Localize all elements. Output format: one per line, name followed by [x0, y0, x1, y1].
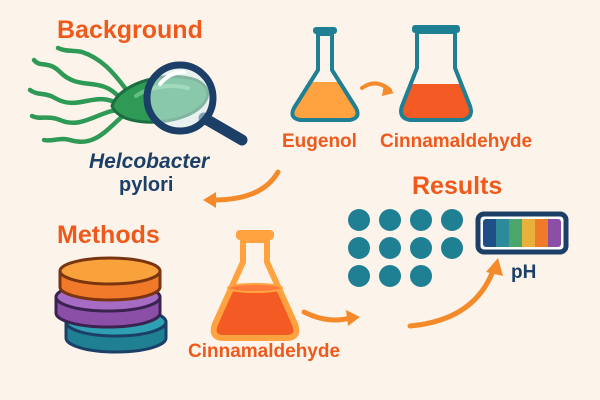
arrow-icon: [360, 81, 394, 96]
colony-dot: [410, 237, 432, 259]
compound-eugenol: Eugenol: [282, 131, 357, 152]
compound-cinnamaldehyde-bottom: Cinnamaldehyde: [188, 341, 341, 362]
colony-dot: [348, 209, 370, 231]
colony-dot: [348, 265, 370, 287]
ph-band: [483, 219, 497, 247]
colony-dots-icon: [348, 209, 463, 287]
ph-strip-icon: [475, 211, 569, 255]
colony-dot: [410, 265, 432, 287]
flask-icon: [290, 27, 360, 122]
organism-species: pylori: [119, 174, 174, 196]
compound-cinnamaldehyde-top: Cinnamaldehyde: [380, 131, 533, 152]
colony-dot: [379, 265, 401, 287]
methods-heading: Methods: [57, 221, 160, 249]
magnifier-icon: [143, 61, 248, 146]
flask-icon: [210, 230, 300, 341]
arrow-icon: [407, 258, 503, 329]
ph-label: pH: [511, 262, 537, 283]
results-heading: Results: [412, 172, 503, 200]
organism-genus: Helcobacter: [89, 150, 210, 173]
background-heading: Background: [57, 16, 203, 44]
ph-band: [509, 219, 523, 247]
colony-dot: [441, 209, 463, 231]
flask-icon: [399, 25, 473, 122]
colony-dot: [379, 209, 401, 231]
petri-dish-stack-icon: [54, 256, 168, 354]
colony-dot: [348, 237, 370, 259]
ph-band: [535, 219, 549, 247]
ph-band: [496, 219, 510, 247]
colony-dot: [441, 237, 463, 259]
arrow-icon: [203, 169, 281, 208]
ph-band: [548, 219, 561, 247]
colony-dot: [379, 237, 401, 259]
arrow-icon: [301, 309, 360, 326]
colony-dot: [410, 209, 432, 231]
ph-band: [522, 219, 536, 247]
